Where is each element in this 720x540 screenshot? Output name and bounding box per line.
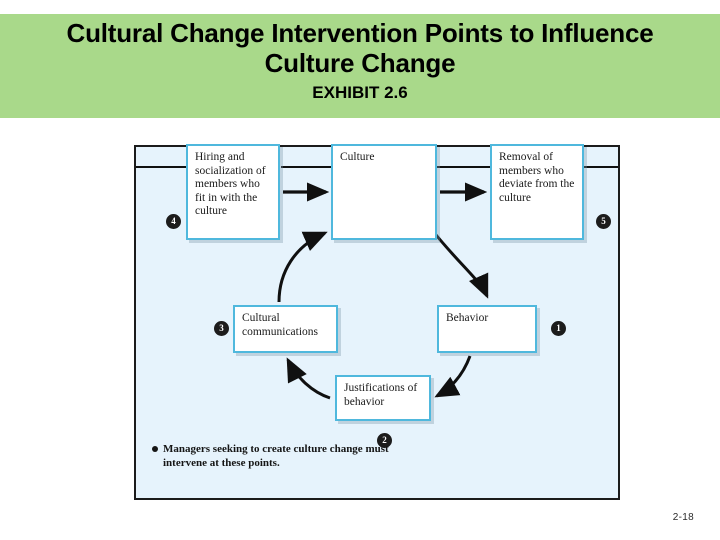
title-band: Cultural Change Intervention Points to I…	[0, 14, 720, 118]
diagram-box-justifications-of-behavior[interactable]: Justifications of behavior	[335, 375, 431, 421]
title-line-1: Cultural Change Intervention Points to I…	[66, 18, 654, 48]
page-title: Cultural Change Intervention Points to I…	[8, 18, 712, 78]
diagram-box-removal[interactable]: Removal of members who deviate from the …	[490, 144, 584, 240]
badge-3: 3	[214, 321, 229, 336]
diagram-box-hiring[interactable]: Hiring and socialization of members who …	[186, 144, 280, 240]
diagram-box-culture[interactable]: Culture	[331, 144, 437, 240]
legend-text: Managers seeking to create culture chang…	[163, 443, 389, 469]
badge-5: 5	[596, 214, 611, 229]
footer-page-number: 2-18	[672, 512, 694, 523]
title-line-2: Culture Change	[264, 48, 456, 78]
diagram-box-behavior[interactable]: Behavior	[437, 305, 537, 353]
badge-1: 1	[551, 321, 566, 336]
badge-4: 4	[166, 214, 181, 229]
exhibit-label: EXHIBIT 2.6	[312, 83, 408, 102]
diagram-box-cultural-communications[interactable]: Cultural communications	[233, 305, 338, 353]
badge-2: 2	[377, 433, 392, 448]
legend: Managers seeking to create culture chang…	[152, 443, 412, 470]
legend-bullet-icon	[152, 446, 158, 452]
